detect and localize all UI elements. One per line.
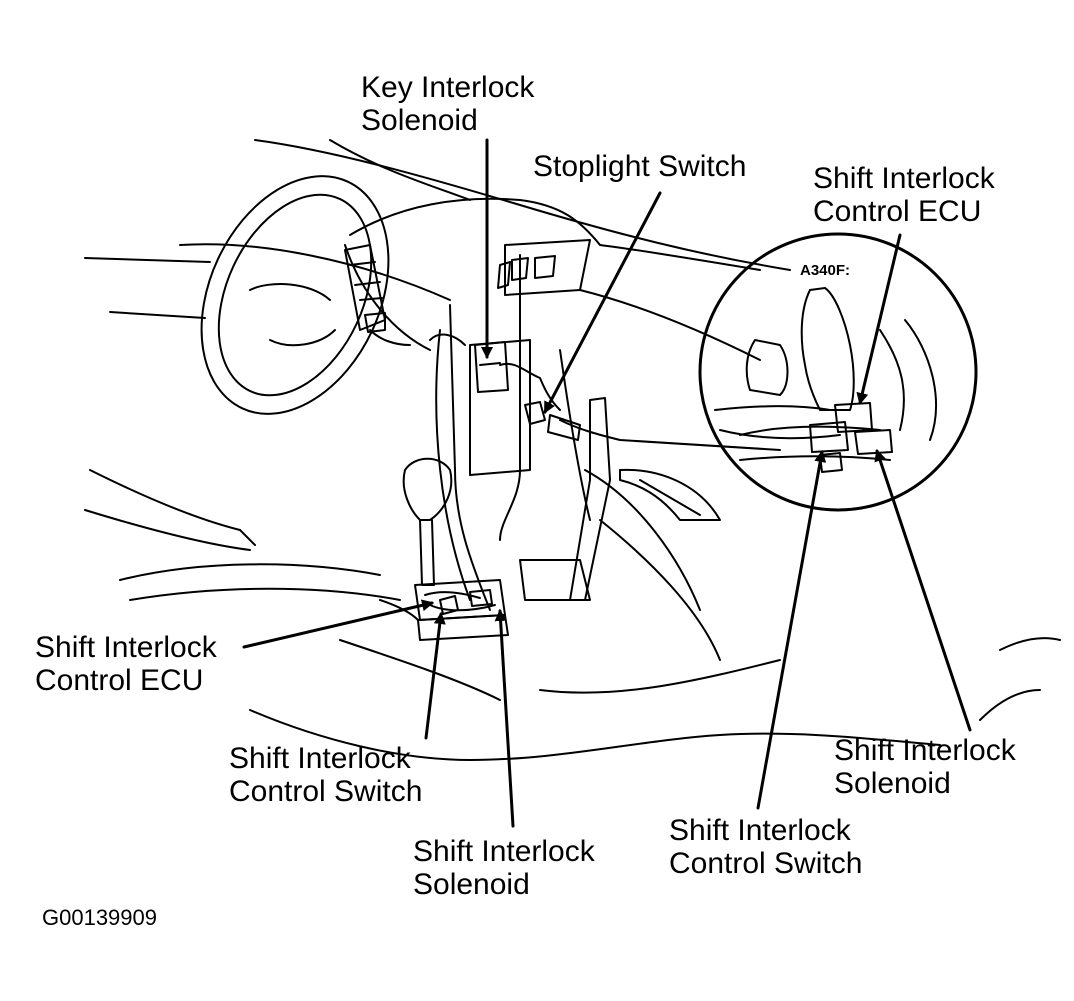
arrow-stoplight-switch	[543, 191, 662, 414]
label-shift-interlock-control-ecu-main: Shift Interlock Control ECU	[35, 631, 217, 697]
leader-arrows	[242, 138, 972, 828]
figure-id: G00139909	[42, 905, 157, 930]
label-shift-interlock-solenoid-inset: Shift Interlock Solenoid	[834, 734, 1016, 800]
inset-circle	[698, 232, 978, 512]
arrow-control-ecu-main	[242, 599, 434, 649]
label-shift-interlock-control-switch-main: Shift Interlock Control Switch	[229, 742, 423, 808]
label-shift-interlock-control-switch-inset: Shift Interlock Control Switch	[669, 814, 863, 880]
shift-lever-main	[379, 457, 509, 641]
arrow-solenoid-inset	[874, 449, 972, 732]
label-stoplight-switch: Stoplight Switch	[533, 150, 747, 183]
steering-wheel	[200, 175, 411, 415]
label-key-interlock-solenoid: Key Interlock Solenoid	[361, 71, 535, 137]
inset-shift-drawing	[714, 287, 937, 473]
dashboard-drawing	[84, 139, 1061, 761]
arrow-control-switch-inset	[756, 450, 827, 810]
arrow-solenoid-main	[494, 609, 515, 828]
label-shift-interlock-control-ecu-inset: Shift Interlock Control ECU	[813, 162, 995, 228]
inset-label: A340F:	[800, 262, 851, 279]
arrow-control-ecu-inset	[856, 233, 902, 405]
arrow-control-switch-main	[424, 612, 446, 740]
label-shift-interlock-solenoid-main: Shift Interlock Solenoid	[413, 835, 595, 901]
